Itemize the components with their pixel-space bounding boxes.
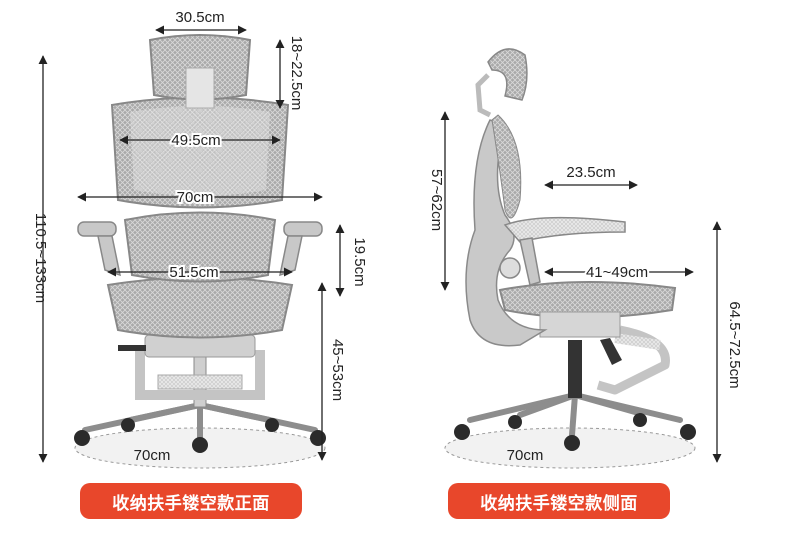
side-seat-depth-label: 41~49cm [586, 264, 648, 281]
front-lumbar [123, 211, 277, 283]
side-base-diameter-label: 70cm [507, 447, 544, 464]
side-star-base [467, 392, 683, 438]
front-headrest [148, 34, 252, 101]
front-seat-width-label: 51.5cm [169, 264, 218, 281]
side-frame [465, 119, 548, 347]
front-headrest-height-label: 18~22.5cm [288, 36, 305, 111]
front-base-diameter-label: 70cm [134, 447, 171, 464]
front-chair-illustration [74, 34, 326, 469]
front-headrest-width-label: 30.5cm [175, 9, 224, 26]
side-armrest-length-label: 23.5cm [566, 164, 615, 181]
front-star-base [82, 402, 318, 443]
front-footrest [135, 350, 265, 400]
front-armrest-span-label: 70cm [177, 189, 214, 206]
side-chair-illustration [444, 48, 696, 469]
front-view-caption: 收纳扶手镂空款正面 [112, 493, 270, 514]
front-seat-height-label: 45~53cm [329, 339, 346, 401]
side-dimension-lines [440, 111, 722, 463]
front-backrest-width-label: 49.5cm [171, 132, 220, 149]
side-view-caption: 收纳扶手镂空款侧面 [480, 493, 638, 514]
side-view-caption-badge: 收纳扶手镂空款侧面 [448, 483, 670, 519]
side-headrest [487, 48, 528, 101]
side-dimension-labels: 57~62cm 23.5cm 41~49cm 64.5~72.5cm 70cm [428, 164, 743, 464]
side-armrest [499, 216, 626, 286]
side-backrest [491, 114, 522, 219]
side-armrest-floor-height-label: 64.5~72.5cm [726, 301, 743, 388]
side-casters [454, 413, 696, 451]
front-dimension-lines [38, 25, 345, 463]
front-dimension-labels: 30.5cm 18~22.5cm 49.5cm 70cm 51.5cm 19.5… [32, 9, 368, 464]
front-seat [106, 276, 294, 339]
front-view-caption-badge: 收纳扶手镂空款正面 [80, 483, 302, 519]
side-footrest [596, 325, 670, 395]
side-headrest-to-seat-label: 57~62cm [428, 169, 445, 231]
front-armrest-height-label: 19.5cm [351, 237, 368, 286]
front-total-height-label: 110.5~133cm [32, 213, 49, 303]
